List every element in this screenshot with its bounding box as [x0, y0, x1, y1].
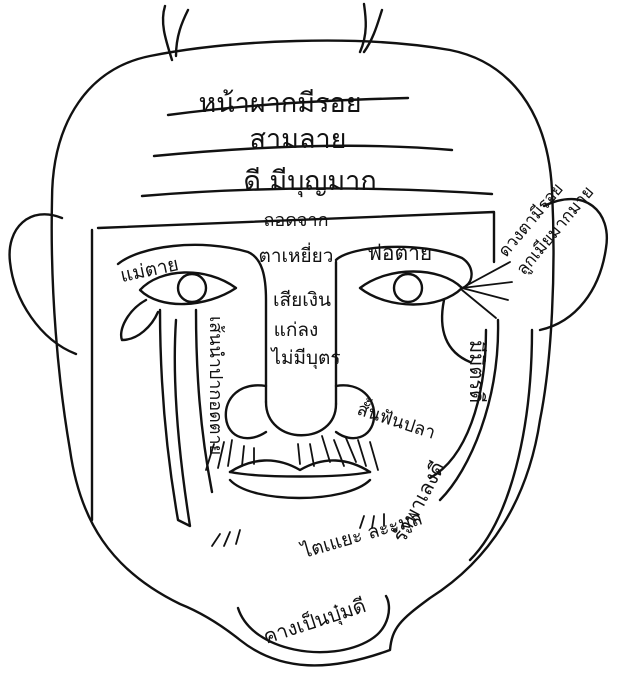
left-ear: [10, 214, 76, 354]
crows-feet: [462, 288, 508, 300]
label-nose-1: เสียเงิน: [273, 289, 331, 311]
label-upper-lip: สั้นฟันปลา: [354, 396, 438, 444]
label-nose-3: ไม่มีบุตร: [269, 347, 340, 370]
lower-lip: [230, 480, 370, 498]
left-pupil: [178, 274, 206, 302]
label-forehead-mid: สามลาย: [250, 124, 347, 155]
right-eye: [360, 272, 462, 305]
label-forehead-top: หน้าผากมีรอย: [198, 88, 361, 119]
label-right-cheek-line: มีมิตรดี: [465, 340, 489, 403]
right-pupil: [394, 274, 422, 302]
label-nose-2: แก่ลง: [274, 319, 319, 341]
hair-strand: [360, 4, 366, 52]
left-under-eye-loop: [121, 300, 158, 340]
left-nostril: [226, 385, 266, 438]
label-nose-bridge-1: ถอดจาก: [264, 210, 329, 231]
label-chin: คางเป็นบุ๋มดี: [260, 592, 369, 650]
lip-line: [230, 472, 370, 477]
hair-strand: [364, 10, 382, 52]
left-nasolabial-line: [160, 310, 190, 526]
label-forehead-low: ดี มีบุญมาก: [243, 166, 376, 198]
crows-feet: [462, 290, 496, 318]
label-nose-bridge-2: ตาเหยี่ยว: [259, 242, 334, 267]
label-left-cheek-line: เส้นนำปากอดตาย: [205, 316, 226, 455]
label-right-eye: พ่อตาย: [368, 241, 432, 265]
nose-tip: [266, 402, 336, 435]
